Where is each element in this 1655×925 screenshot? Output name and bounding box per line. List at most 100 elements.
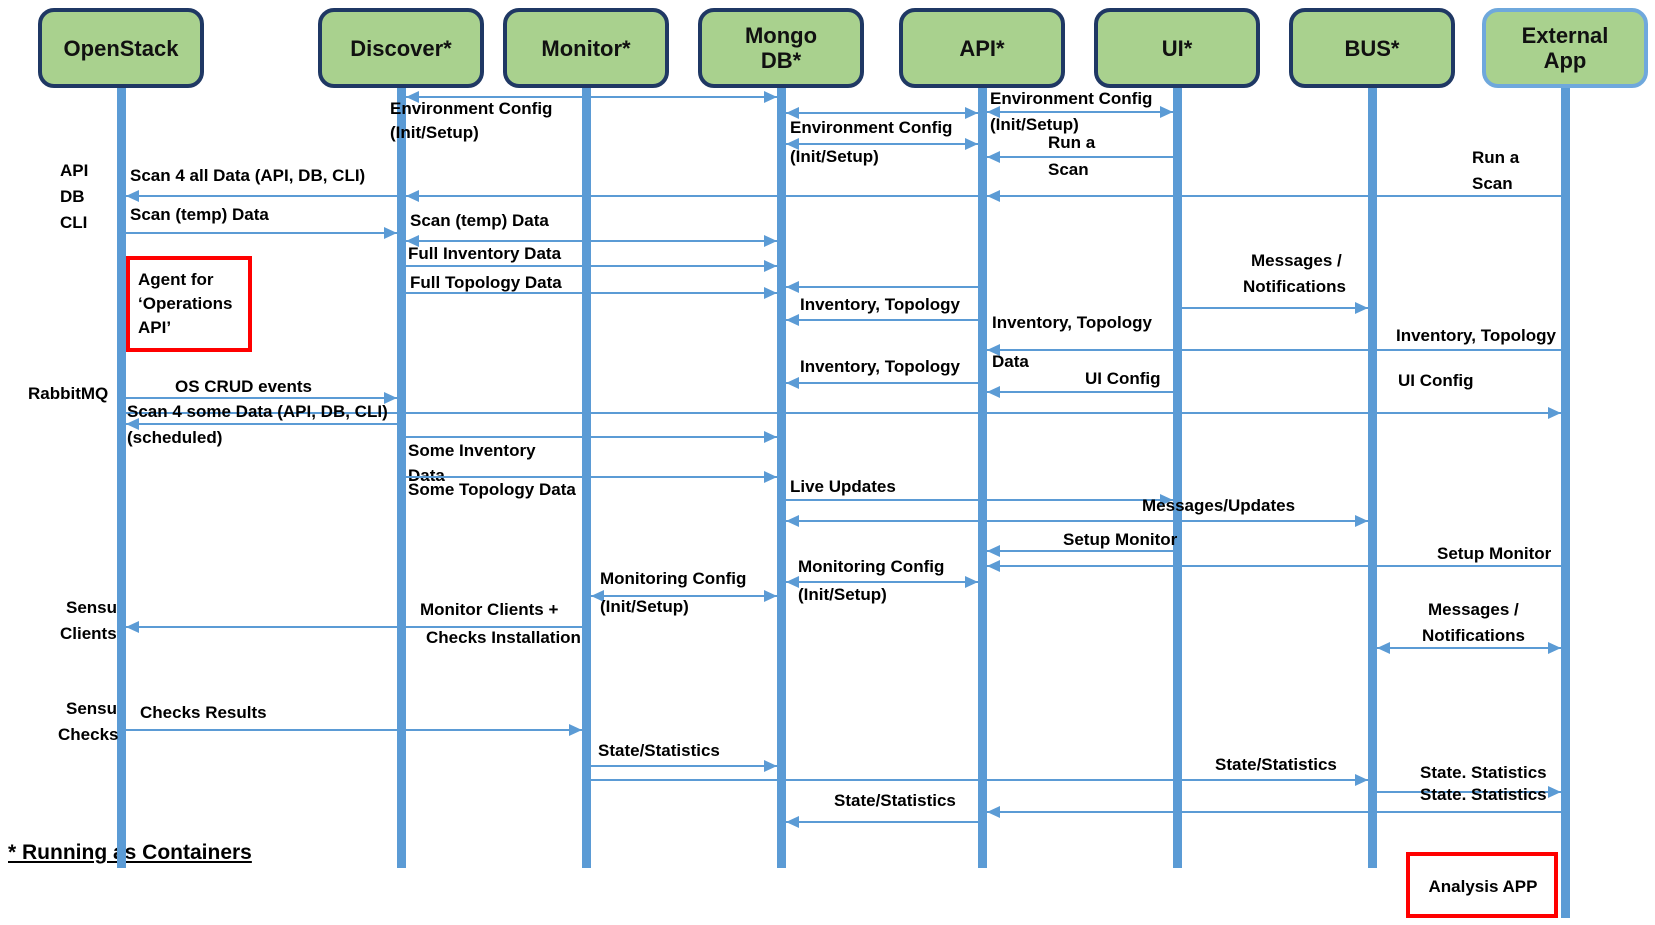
arrowhead-left-setup-monitor-ext-api <box>986 560 1000 572</box>
arrowhead-right-scan-temp-os-discover <box>383 227 397 239</box>
arrowhead-left-monitoring-config-monitor-mongo <box>590 590 604 602</box>
message-line-setup-monitor-ui-api <box>986 550 1173 552</box>
message-label-os-crud-events: OS CRUD events <box>175 377 312 396</box>
message-line-ui-config-long <box>125 412 1561 414</box>
actor-api-: API* <box>899 8 1065 88</box>
arrowhead-left-env-config-mongo-api-2 <box>785 138 799 150</box>
arrowhead-left-inv-topo-api-mongo-2 <box>785 314 799 326</box>
arrowhead-left-state-stats-ext-api <box>986 806 1000 818</box>
side-label-sensu: Sensu <box>66 699 118 718</box>
message-label-state-stats-api-mongo: State/Statistics <box>834 791 956 810</box>
message-label-env-config-api-ui-2: (Init/Setup) <box>990 115 1079 134</box>
message-line-state-stats-monitor-mongo <box>590 765 777 767</box>
message-label-ui-config-long: UI Config <box>1398 371 1474 390</box>
message-line-messages-notifications-bus-ext <box>1376 647 1561 649</box>
arrowhead-right-messages-notifications-ui-bus <box>1354 302 1368 314</box>
message-line-state-stats-api-mongo <box>785 821 978 823</box>
actor-label: BUS* <box>1344 35 1400 61</box>
arrowhead-left-inv-topo-api-mongo-3 <box>785 377 799 389</box>
message-label-full-inventory: Full Inventory Data <box>408 244 562 263</box>
message-line-env-config-api-ui <box>986 111 1173 113</box>
arrowhead-right-env-config-mongo-api-1 <box>964 107 978 119</box>
side-label-db: DB <box>60 187 85 206</box>
actor-label: OpenStack <box>63 35 179 61</box>
actor-openstack: OpenStack <box>38 8 204 88</box>
message-line-full-inventory <box>405 265 777 267</box>
message-line-ui-config-ui-api <box>986 391 1173 393</box>
message-label-scan4some-discover-openstack: Scan 4 some Data (API, DB, CLI) <box>127 402 388 421</box>
arrowhead-left-scan4some-discover-openstack <box>125 418 139 430</box>
message-label-monitoring-config-monitor-mongo: Monitoring Config <box>600 569 747 588</box>
arrowhead-right-messages-notifications-bus-ext <box>1547 642 1561 654</box>
message-line-run-a-scan-ext-api <box>986 195 1561 197</box>
actor-label: API* <box>959 35 1005 61</box>
actor-label: Discover* <box>350 35 452 61</box>
lifeline-api- <box>977 88 987 868</box>
note-analysis-app: Analysis APP <box>1406 852 1558 918</box>
message-label-scan4all-api-discover: Scan 4 all Data (API, DB, CLI) <box>130 166 366 185</box>
message-label-env-config-discover-mongo-2: (Init/Setup) <box>390 123 479 142</box>
arrowhead-right-state-stats-bus-ext <box>1547 786 1561 798</box>
message-line-os-crud-events <box>125 397 397 399</box>
arrowhead-left-scan4all-api-discover <box>405 190 419 202</box>
message-line-live-updates <box>785 499 1173 501</box>
message-line-state-stats-monitor-bus <box>590 779 1368 781</box>
arrowhead-right-os-crud-events <box>383 392 397 404</box>
side-label-sensu: Sensu <box>66 598 118 617</box>
message-line-run-a-scan-ui-api <box>986 156 1173 158</box>
message-label-monitoring-config-mongo-api: Monitoring Config <box>798 557 945 576</box>
arrowhead-left-messages-updates <box>785 515 799 527</box>
arrowhead-left-ui-config-ui-api <box>986 386 1000 398</box>
side-label-cli: CLI <box>60 213 88 232</box>
message-line-some-topology <box>405 476 777 478</box>
arrowhead-left-monitor-clients-checks <box>125 621 139 633</box>
message-line-scan4some-discover-openstack <box>125 423 397 425</box>
arrowhead-right-scan-temp-discover-mongo <box>763 235 777 247</box>
message-label-some-topology: Some Topology Data <box>408 480 576 499</box>
arrowhead-right-some-topology <box>763 471 777 483</box>
arrowhead-left-monitoring-config-mongo-api <box>785 576 799 588</box>
message-label-checks-results: Checks Results <box>140 703 267 722</box>
actor-label: Monitor* <box>541 35 631 61</box>
lifeline-external-app <box>1560 88 1570 918</box>
message-label-messages-notifications-bus-ext-2: Notifications <box>1422 626 1525 645</box>
footnote-running-as-containers: * Running as Containers <box>8 841 252 864</box>
arrowhead-right-messages-updates <box>1354 515 1368 527</box>
message-line-env-config-discover-mongo <box>405 96 777 98</box>
message-line-monitoring-config-mongo-api <box>785 581 978 583</box>
message-label-run-a-scan-ui-api: Run a <box>1048 133 1096 152</box>
note-agent-operations-api: Agent for‘Operations API’ <box>126 256 252 352</box>
actor-discover-: Discover* <box>318 8 484 88</box>
message-label-live-updates: Live Updates <box>790 477 896 496</box>
message-label-inv-topo-api-mongo-3: Inventory, Topology <box>800 357 960 376</box>
actor-label: UI* <box>1161 35 1193 61</box>
message-label-state-stats-ext-api: State. Statistics <box>1420 785 1547 804</box>
arrowhead-left-state-stats-api-mongo <box>785 816 799 828</box>
message-label-messages-notifications-ui-bus: Messages / <box>1251 251 1342 270</box>
message-line-scan4all-api-discover <box>405 195 978 197</box>
arrowhead-left-env-config-api-ui <box>986 106 1000 118</box>
arrowhead-right-env-config-discover-mongo <box>763 91 777 103</box>
arrowhead-right-state-stats-monitor-bus <box>1354 774 1368 786</box>
arrowhead-left-inv-topo-ext-api <box>986 344 1000 356</box>
message-label-full-topology: Full Topology Data <box>410 273 562 292</box>
message-label-env-config-api-ui: Environment Config <box>990 89 1153 108</box>
arrowhead-left-env-config-discover-mongo <box>405 91 419 103</box>
message-label-some-inventory: Some Inventory <box>408 441 536 460</box>
lifeline-openstack <box>116 88 126 868</box>
message-label-setup-monitor-ext-api: Setup Monitor <box>1437 544 1552 563</box>
lifeline-mongo-db- <box>776 88 786 868</box>
message-line-state-stats-ext-api <box>986 811 1561 813</box>
message-line-scan-temp-discover-mongo <box>405 240 777 242</box>
message-line-full-topology <box>405 292 777 294</box>
message-label-messages-notifications-bus-ext: Messages / <box>1428 600 1519 619</box>
message-line-messages-updates <box>785 520 1368 522</box>
actor-monitor-: Monitor* <box>503 8 669 88</box>
side-label-rabbitmq: RabbitMQ <box>28 384 109 403</box>
message-label-monitor-clients-checks-2: Checks Installation <box>426 628 581 647</box>
message-label-env-config-mongo-api-2: Environment Config <box>790 118 953 137</box>
side-label-checks: Checks <box>58 725 119 744</box>
arrowhead-left-env-config-mongo-api-1 <box>785 107 799 119</box>
